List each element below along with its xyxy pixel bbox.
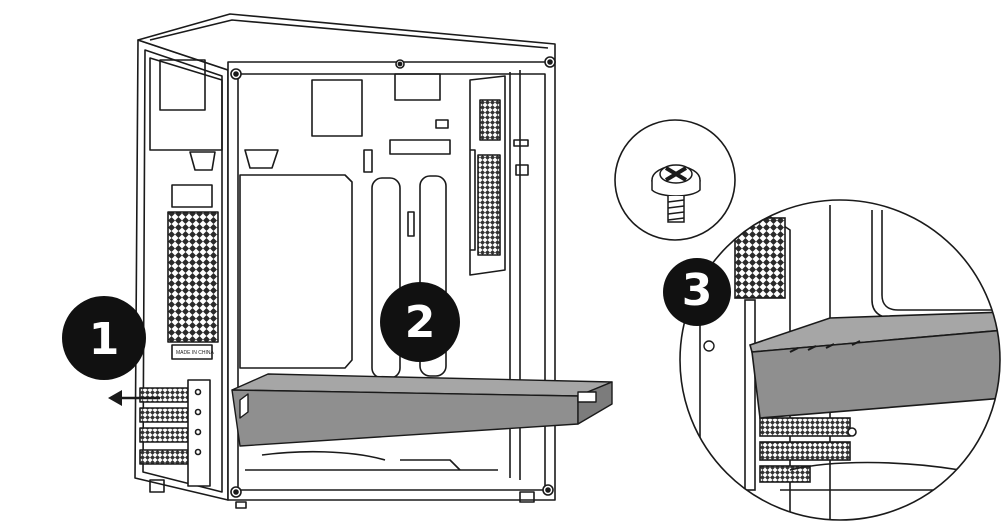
- zoom-graphics-card-body: [751, 329, 1000, 419]
- arrow-left-icon: [108, 390, 160, 406]
- made-in-china-sticker: [171, 344, 213, 360]
- frame-screws: [230, 56, 556, 498]
- zoom-detail: [679, 199, 1001, 521]
- step-badge-2: 2: [380, 282, 460, 362]
- step-badge-1: 1: [62, 296, 146, 380]
- pci-slots: [139, 379, 211, 487]
- fan-grille-icon: [167, 211, 219, 343]
- tray-cutout: [239, 174, 353, 369]
- step-number-1: 1: [89, 314, 120, 365]
- step-badge-3: 3: [663, 258, 731, 326]
- made-in-china-text: MADE IN CHINA: [176, 350, 214, 356]
- case-top-panel: [137, 13, 556, 71]
- screw-callout: [614, 119, 736, 241]
- step-number-3: 3: [682, 265, 713, 316]
- graphics-card: [231, 373, 613, 447]
- step-number-2: 2: [405, 297, 436, 348]
- zoom-graphics-card-top: [749, 311, 1000, 353]
- screw-icon: [651, 164, 701, 223]
